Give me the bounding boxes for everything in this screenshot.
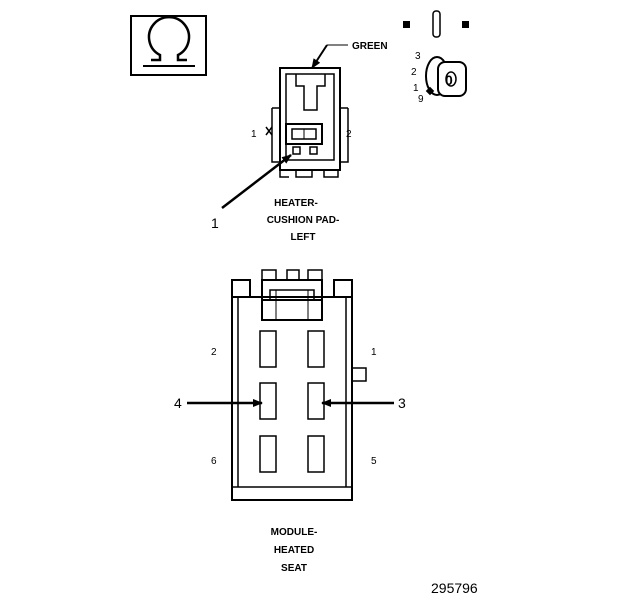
module-pin-1: 1 bbox=[371, 347, 377, 358]
ohm-meter-icon bbox=[130, 15, 207, 76]
top-pin-1: 1 bbox=[251, 129, 257, 140]
heater-cushion-pad-connector: 1 2 bbox=[251, 67, 352, 178]
top-title-line-2: CUSHION PAD- bbox=[267, 215, 340, 226]
switch-position-2: 2 bbox=[411, 67, 417, 78]
module-heated-seat-connector: 2 1 6 5 bbox=[211, 269, 377, 501]
callout-4: 4 bbox=[174, 395, 263, 411]
switch-key-label: 0 bbox=[445, 72, 453, 88]
wire-color-callout: GREEN bbox=[311, 41, 388, 69]
top-title-line-1: HEATER- bbox=[274, 198, 318, 209]
callout-4-label: 4 bbox=[174, 395, 182, 411]
module-pin-2: 2 bbox=[211, 347, 217, 358]
wire-color-label: GREEN bbox=[352, 41, 388, 52]
top-connector-title: HEATER- CUSHION PAD- LEFT bbox=[267, 198, 340, 243]
switch-position-1: 1 bbox=[413, 83, 419, 94]
bottom-connector-title: MODULE- HEATED SEAT bbox=[271, 527, 318, 574]
callout-3: 3 bbox=[321, 395, 406, 411]
figure-number: 295796 bbox=[431, 580, 478, 596]
callout-1-label: 1 bbox=[211, 215, 219, 231]
bottom-title-line-3: SEAT bbox=[281, 563, 307, 574]
bottom-title-line-1: MODULE- bbox=[271, 527, 318, 538]
switch-position-3: 3 bbox=[415, 51, 421, 62]
bottom-title-line-2: HEATED bbox=[274, 545, 314, 556]
callout-1: 1 bbox=[211, 154, 292, 231]
top-title-line-3: LEFT bbox=[291, 232, 316, 243]
module-pin-5: 5 bbox=[371, 456, 377, 467]
callout-3-label: 3 bbox=[398, 395, 406, 411]
switch-position-9: 9 bbox=[418, 94, 424, 105]
top-pin-2: 2 bbox=[346, 129, 352, 140]
module-pin-6: 6 bbox=[211, 456, 217, 467]
ignition-switch-icon: 3 2 1 9 0 bbox=[403, 10, 469, 105]
